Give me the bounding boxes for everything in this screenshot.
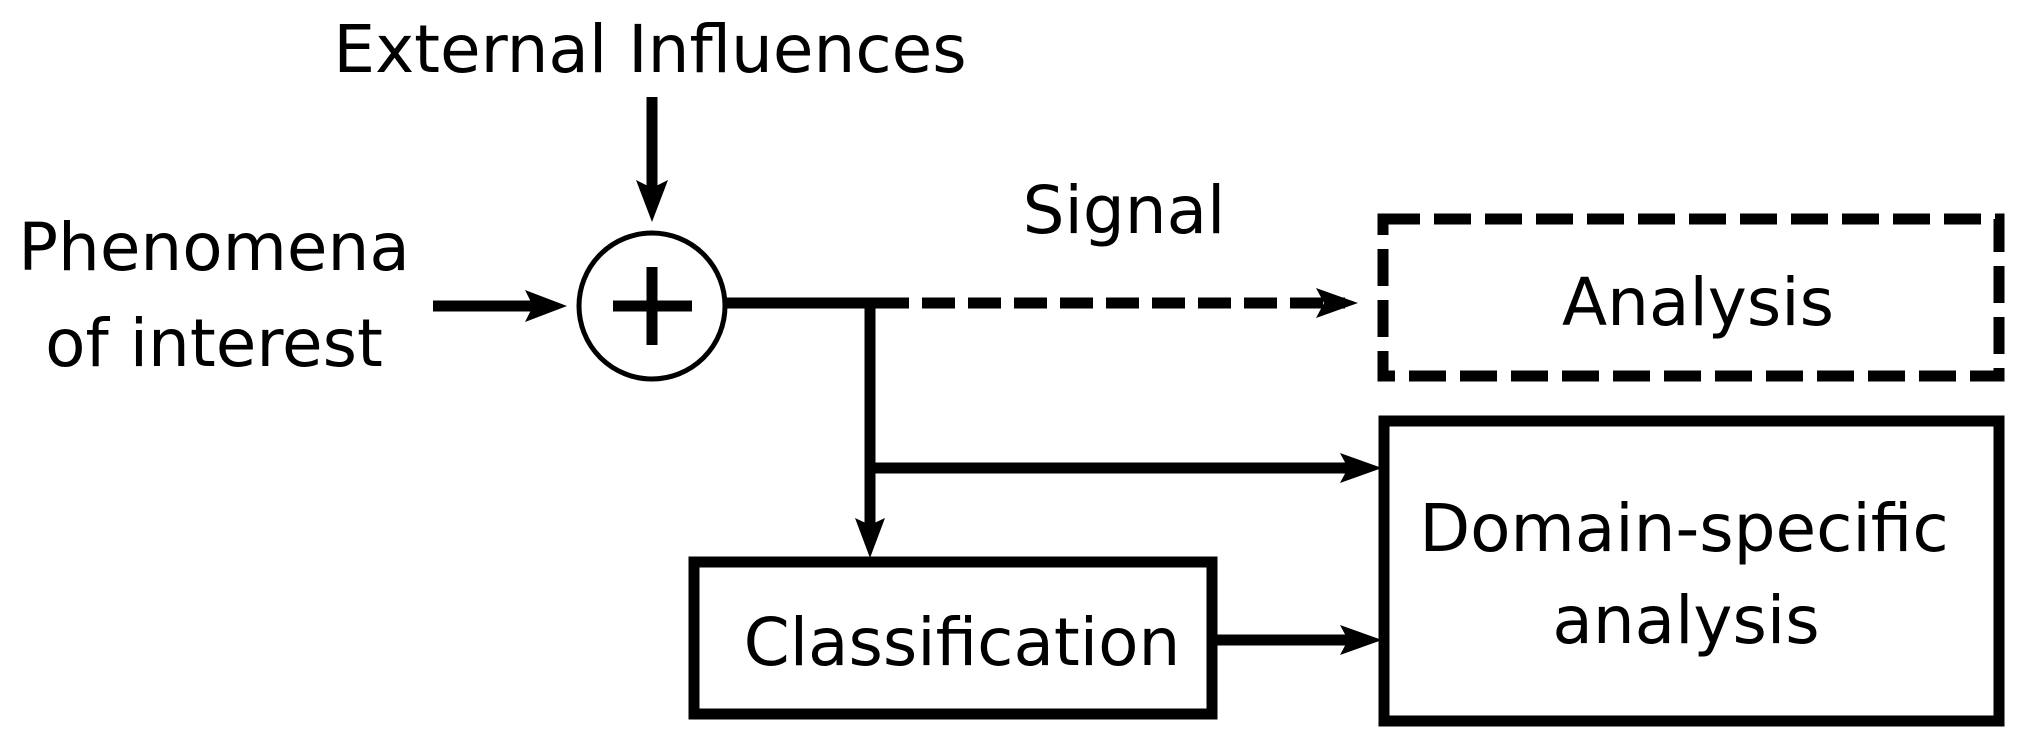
analysis-label: Analysis: [1562, 264, 1834, 341]
classification-label: Classification: [744, 604, 1181, 681]
phenomena-label-line2: of interest: [45, 305, 383, 382]
signal-dashed-arrow: [876, 288, 1358, 318]
phenomena-label-line1: Phenomena: [18, 209, 410, 286]
plus-icon: [613, 267, 692, 345]
external-influences-arrow: [636, 97, 668, 222]
signal-label: Signal: [1023, 172, 1226, 249]
domain-label-line1: Domain-specific: [1419, 490, 1948, 567]
branch-to-classification-arrow: [855, 298, 885, 558]
domain-specific-analysis-box: Domain-specific analysis: [1378, 415, 2005, 727]
external-influences-label: External Influences: [333, 11, 966, 88]
branch-to-domain-arrow: [870, 453, 1382, 483]
classification-box: Classification: [688, 556, 1218, 720]
domain-label-line2: analysis: [1552, 582, 1819, 659]
classification-to-domain-arrow: [1212, 625, 1382, 655]
phenomena-arrow: [433, 290, 567, 322]
summing-junction: [576, 230, 728, 382]
analysis-box: Analysis: [1377, 213, 2005, 382]
